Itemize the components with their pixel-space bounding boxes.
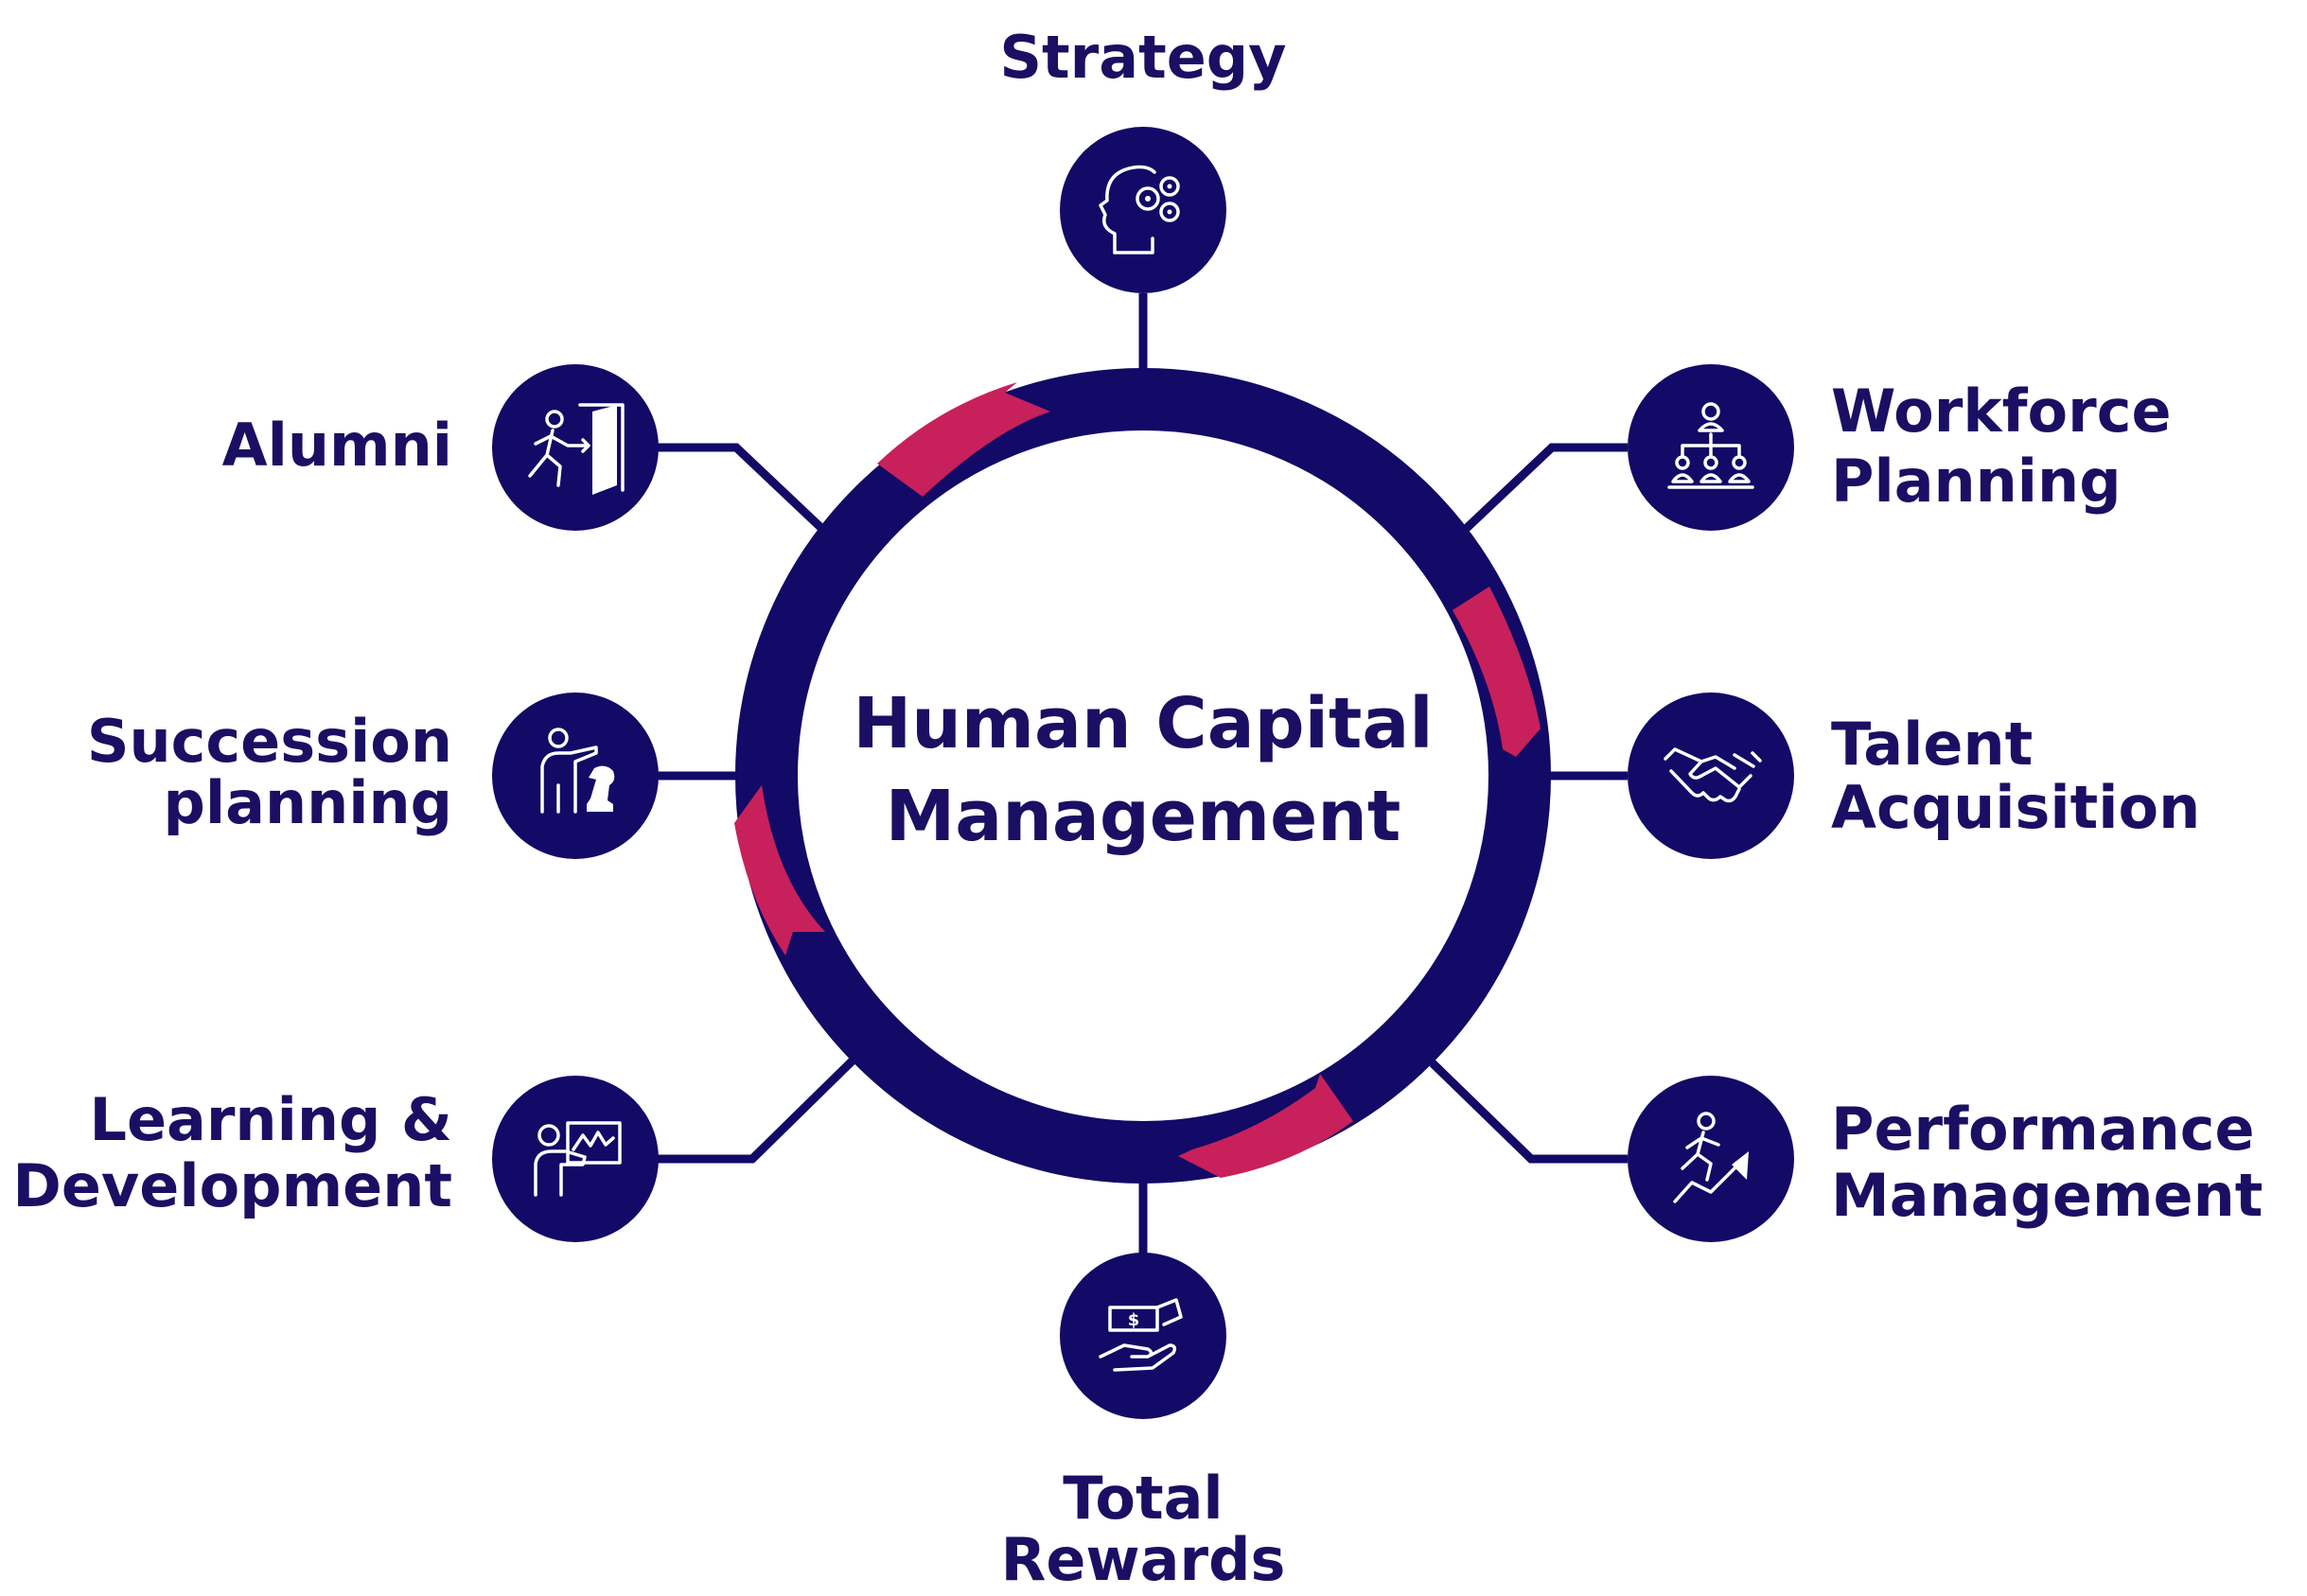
money-hand-icon: $ [1099, 1298, 1183, 1372]
label-learning-line1: Learning & [89, 1085, 452, 1154]
connector-alumni [658, 443, 827, 534]
org-chart-icon [1667, 402, 1754, 489]
label-succession-line1: Succession [87, 707, 452, 776]
head-gears-icon [1099, 165, 1180, 254]
hcm-ring [735, 368, 1551, 1184]
label-succession-line2: planning [163, 768, 452, 837]
label-workforce-line2: Planning [1831, 447, 2122, 516]
ring-accent-left [734, 785, 825, 956]
label-talent-line1: Talent [1831, 710, 2033, 779]
label-alumni: Alumni [222, 411, 452, 480]
label-talent-line2: Acquisition [1831, 773, 2200, 842]
connector-learning [658, 1056, 857, 1164]
label-performance-line1: Performance [1831, 1095, 2255, 1164]
handshake-icon [1664, 747, 1762, 803]
node-circle-strategy [1060, 127, 1226, 293]
runner-arrow-icon [1673, 1112, 1749, 1203]
node-circle-performance [1628, 1076, 1794, 1242]
node-learning [492, 1076, 659, 1242]
node-talent [1628, 693, 1794, 859]
presenter-board-icon [534, 1121, 622, 1197]
label-workforce-line1: Workforce [1831, 377, 2172, 446]
node-alumni [492, 364, 659, 531]
ring-accent-top [877, 382, 1050, 497]
node-circle-learning [492, 1076, 659, 1242]
node-succession [492, 693, 659, 859]
node-workforce [1628, 364, 1794, 531]
connector-workforce [1461, 443, 1628, 534]
node-strategy [1060, 127, 1226, 293]
person-chess-icon [540, 728, 615, 814]
center-title-line2: Management [886, 776, 1401, 857]
node-circle-alumni [492, 364, 659, 531]
label-performance-line2: Management [1831, 1161, 2263, 1230]
label-learning-line2: Development [12, 1151, 452, 1220]
node-rewards: $ [1060, 1253, 1226, 1419]
ring-accent-right [1453, 587, 1541, 757]
node-circle-talent [1628, 693, 1794, 859]
label-strategy: Strategy [999, 23, 1286, 92]
center-title-line1: Human Capital [853, 683, 1433, 764]
connectors [658, 293, 1628, 1258]
svg-text:$: $ [1128, 1310, 1140, 1330]
node-circle-rewards [1060, 1253, 1226, 1419]
connector-performance [1425, 1056, 1628, 1164]
ring-accent-bottom [1178, 1074, 1353, 1178]
label-rewards-line2: Rewards [1001, 1525, 1286, 1594]
label-rewards-line1: Total [1063, 1464, 1223, 1533]
person-exit-door-icon [528, 403, 625, 495]
node-performance [1628, 1076, 1794, 1242]
ring-accents [734, 382, 1541, 1178]
